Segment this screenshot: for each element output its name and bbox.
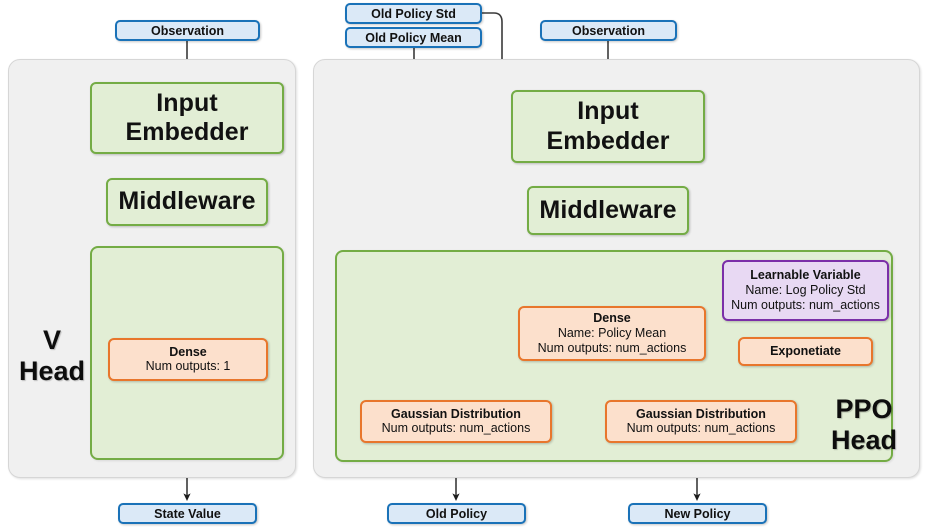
input-old-policy-std[interactable]: Old Policy Std	[345, 3, 482, 24]
input-old-policy-mean-label: Old Policy Mean	[365, 30, 462, 45]
v-dense-node[interactable]: Dense Num outputs: 1	[108, 338, 268, 381]
v-head-label-line1: V	[42, 324, 61, 355]
ppo-dense-outputs: Num outputs: num_actions	[537, 340, 687, 355]
v-head-label: V Head	[16, 318, 88, 394]
ppo-gaussian-new-outputs: Num outputs: num_actions	[626, 421, 776, 436]
output-state-value-label: State Value	[154, 506, 221, 521]
input-observation-v[interactable]: Observation	[115, 20, 260, 41]
ppo-gaussian-old-outputs: Num outputs: num_actions	[381, 421, 531, 436]
output-old-policy-label: Old Policy	[425, 506, 488, 521]
v-input-embedder[interactable]: Input Embedder	[90, 82, 284, 154]
ppo-dense-policy-mean[interactable]: Dense Name: Policy Mean Num outputs: num…	[518, 306, 706, 361]
ppo-learnable-outputs: Num outputs: num_actions	[731, 297, 880, 312]
ppo-dense-name: Name: Policy Mean	[557, 325, 667, 340]
v-middleware-label: Middleware	[118, 187, 256, 216]
output-old-policy[interactable]: Old Policy	[387, 503, 526, 524]
ppo-learnable-variable[interactable]: Learnable Variable Name: Log Policy Std …	[722, 260, 889, 321]
ppo-learnable-name: Name: Log Policy Std	[745, 282, 866, 297]
v-middleware[interactable]: Middleware	[106, 178, 268, 226]
ppo-gaussian-new-title: Gaussian Distribution	[636, 406, 766, 421]
output-new-policy[interactable]: New Policy	[628, 503, 767, 524]
ppo-head-label: PPO Head	[818, 387, 910, 463]
ppo-input-embedder[interactable]: Input Embedder	[511, 90, 705, 163]
output-state-value[interactable]: State Value	[118, 503, 257, 524]
ppo-exponetiate-label: Exponetiate	[770, 344, 841, 359]
ppo-head-label-line1: PPO	[835, 393, 893, 424]
ppo-dense-title: Dense	[593, 311, 631, 326]
output-new-policy-label: New Policy	[664, 506, 731, 521]
input-observation-ppo-label: Observation	[572, 23, 645, 38]
v-dense-outputs: Num outputs: 1	[145, 359, 231, 374]
v-input-embedder-label: Input Embedder	[125, 88, 249, 147]
ppo-learnable-title: Learnable Variable	[750, 268, 861, 283]
ppo-gaussian-old-title: Gaussian Distribution	[391, 406, 521, 421]
ppo-gaussian-old[interactable]: Gaussian Distribution Num outputs: num_a…	[360, 400, 552, 443]
ppo-middleware-label: Middleware	[539, 195, 677, 224]
input-old-policy-mean[interactable]: Old Policy Mean	[345, 27, 482, 48]
ppo-head-label-line2: Head	[830, 425, 898, 455]
ppo-exponetiate[interactable]: Exponetiate	[738, 337, 873, 366]
input-old-policy-std-label: Old Policy Std	[371, 6, 456, 21]
ppo-input-embedder-label: Input Embedder	[546, 97, 670, 155]
ppo-middleware[interactable]: Middleware	[527, 186, 689, 235]
input-observation-v-label: Observation	[151, 23, 224, 38]
input-observation-ppo[interactable]: Observation	[540, 20, 677, 41]
ppo-gaussian-new[interactable]: Gaussian Distribution Num outputs: num_a…	[605, 400, 797, 443]
v-head-label-line2: Head	[18, 356, 86, 386]
v-dense-title: Dense	[169, 344, 207, 359]
